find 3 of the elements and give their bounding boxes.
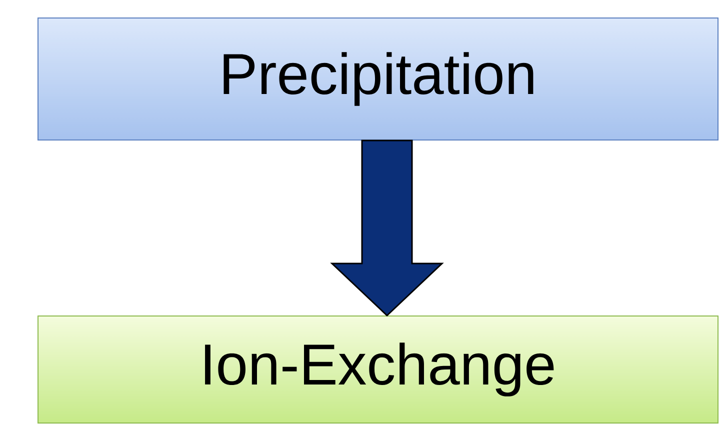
process-box: Ion-Exchange [38,316,718,424]
arrow [330,140,444,317]
process-box: Precipitation [38,18,718,140]
